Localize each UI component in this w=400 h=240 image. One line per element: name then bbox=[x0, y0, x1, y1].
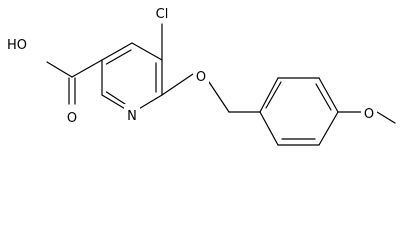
atom-label-carbonyl-oxygen: O bbox=[67, 111, 77, 126]
bond-c2-c3-inner bbox=[105, 49, 132, 65]
bond-b4-b5 bbox=[318, 111, 339, 146]
bond-c3-c4 bbox=[131, 42, 163, 61]
bond-b1-b2 bbox=[259, 77, 279, 113]
atom-label-ether-oxygen: O bbox=[196, 70, 206, 85]
bond-b1-b2-inner bbox=[265, 81, 282, 109]
bond-c2-c3 bbox=[101, 42, 133, 61]
bond-b3-b4 bbox=[318, 77, 339, 113]
benzene-ring bbox=[259, 77, 339, 146]
bond-c5-oether bbox=[161, 73, 194, 96]
bond-n-c6-inner bbox=[105, 91, 126, 105]
atom-label-methoxy-oxygen: O bbox=[364, 107, 374, 122]
carboxylic-acid-group bbox=[46, 59, 103, 105]
bond-n-c6 bbox=[101, 94, 126, 110]
pyridine-ring bbox=[101, 42, 163, 110]
atom-label-hydroxyl: HO bbox=[7, 38, 27, 53]
bond-b6-b1 bbox=[259, 111, 279, 146]
bond-b3-b4-inner bbox=[315, 83, 332, 111]
benzyl-ether-link bbox=[161, 73, 261, 113]
methoxy-group bbox=[337, 111, 396, 124]
atom-label-cl: Cl bbox=[156, 7, 169, 22]
chemical-structure-diagram: Cl HO O N O O bbox=[6, 7, 396, 146]
bond-c5-n bbox=[138, 94, 163, 110]
bond-omethoxy-ch3 bbox=[376, 111, 396, 124]
bond-oether-ch2 bbox=[208, 81, 230, 113]
bond-ccooh-oh bbox=[46, 61, 73, 78]
bond-c2-ccooh bbox=[71, 59, 103, 78]
atom-label-ring-nitrogen: N bbox=[127, 109, 137, 124]
